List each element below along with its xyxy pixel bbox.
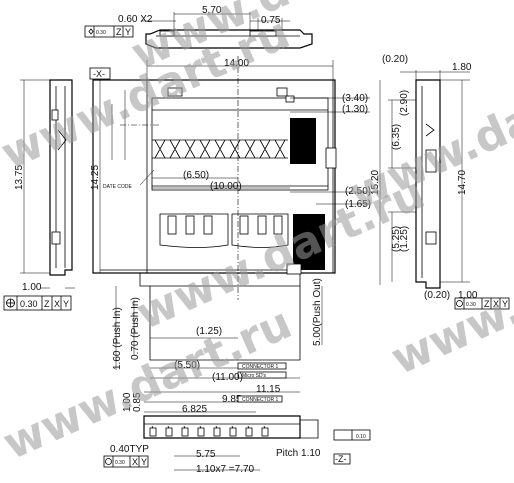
left-side-view xyxy=(20,79,73,276)
datum-neg-x: -X- xyxy=(93,69,105,79)
card-eject-area xyxy=(115,286,323,379)
top-view-outline xyxy=(141,12,313,49)
dim-13-75: 13.75 xyxy=(14,165,25,190)
datum-neg-z: -Z- xyxy=(335,454,347,464)
datum-z-right: Z xyxy=(484,299,490,309)
dim-2-90: (2.90) xyxy=(399,90,410,116)
datum-x-bottom: X xyxy=(132,457,138,467)
dim-14-70: 14.70 xyxy=(457,170,468,195)
dim-1-25-right: (1.25) xyxy=(399,226,410,252)
datum-y-left: Y xyxy=(63,299,69,309)
datum-z-top: Z xyxy=(116,27,122,37)
datum-y-right: Y xyxy=(502,299,508,309)
dim-5-75: 5.75 xyxy=(196,449,216,460)
right-side-view xyxy=(400,70,470,289)
dim-6-50: (6.50) xyxy=(183,170,209,181)
dim-2-50: (2.50) xyxy=(345,186,371,197)
tol-0-30-top: 0.30 xyxy=(96,30,106,36)
dim-3-40: (3.40) xyxy=(342,93,368,104)
dim-5-70: 5.70 xyxy=(202,5,222,16)
datum-z-left: Z xyxy=(44,299,50,309)
dim-6-825: 6.825 xyxy=(182,404,207,415)
datum-x-left: X xyxy=(54,299,60,309)
dim-1-65: (1.65) xyxy=(345,199,371,210)
dim-14-00: 14.00 xyxy=(224,58,249,69)
dim-0-75: 0.75 xyxy=(261,15,281,26)
dim-0-60x2: 0.60 X2 xyxy=(118,14,153,25)
label-connector-1b: CONNECTOR 1 xyxy=(242,397,279,403)
dim-5-25: (5.25) xyxy=(391,226,402,252)
dim-9-85: 9.85 xyxy=(222,394,242,405)
dim-5-50: (5.50) xyxy=(174,360,200,371)
tol-0-10: 0.10 xyxy=(356,434,366,440)
tol-0-30-left: 0.30 xyxy=(20,299,38,309)
main-body xyxy=(92,79,337,287)
dim-1-00-bottom: 1.00 xyxy=(122,392,133,412)
dim-15-20: 15.20 xyxy=(370,170,381,195)
tol-0-30-right: 0.30 xyxy=(466,302,476,308)
datum-y-bottom: Y xyxy=(141,457,147,467)
dim-0-20-bot: (0.20) xyxy=(424,290,450,301)
dim-6-35: (6.35) xyxy=(391,124,402,150)
datum-x-right: X xyxy=(493,299,499,309)
date-code-label: DATE CODE xyxy=(103,184,132,190)
dim-1-30: (1.30) xyxy=(342,104,368,115)
dim-1-80: 1.80 xyxy=(452,62,472,73)
dim-0-85: 0.85 xyxy=(132,392,143,412)
tolerance-frame-left xyxy=(3,295,72,311)
dim-10-00: (10.00) xyxy=(210,181,242,192)
dim-5-00-push-out: 5.00(Push Out) xyxy=(312,278,323,346)
label-connector-1a: CONNECTOR 1 xyxy=(242,364,279,370)
dim-0-20-top: (0.20) xyxy=(382,54,408,65)
tol-0-30-bottom: 0.30 xyxy=(115,460,125,466)
dim-1-00-right: 1.00 xyxy=(458,290,478,301)
dim-11-00: (11.00) xyxy=(212,372,243,383)
x-contact-pattern xyxy=(152,139,288,159)
dim-0-40typ: 0.40TYP xyxy=(110,444,149,455)
label-micro-sd: Micro SD's xyxy=(242,373,267,379)
dim-1-00-left: 1.00 xyxy=(22,282,42,293)
dim-1-25-center: (1.25) xyxy=(196,326,222,337)
tolerance-frame-top xyxy=(84,25,134,38)
dim-14-25: 14.25 xyxy=(90,165,101,190)
dim-1-10x7: 1.10x7 =7.70 xyxy=(196,464,255,475)
tolerance-frame-right xyxy=(454,297,510,310)
datum-y-top: Y xyxy=(125,27,131,37)
dim-pitch: Pitch 1.10 xyxy=(276,448,321,459)
bottom-pin-view: 11.15 9.85 CONNECTOR 1 6.825 1.00 0.85 0… xyxy=(103,384,371,475)
dim-1-60-push-in: 1.60 (Push In) xyxy=(112,307,123,370)
dim-0-70-push-in: 0.70 (Push In) xyxy=(130,297,141,360)
dim-11-15: 11.15 xyxy=(256,384,281,395)
